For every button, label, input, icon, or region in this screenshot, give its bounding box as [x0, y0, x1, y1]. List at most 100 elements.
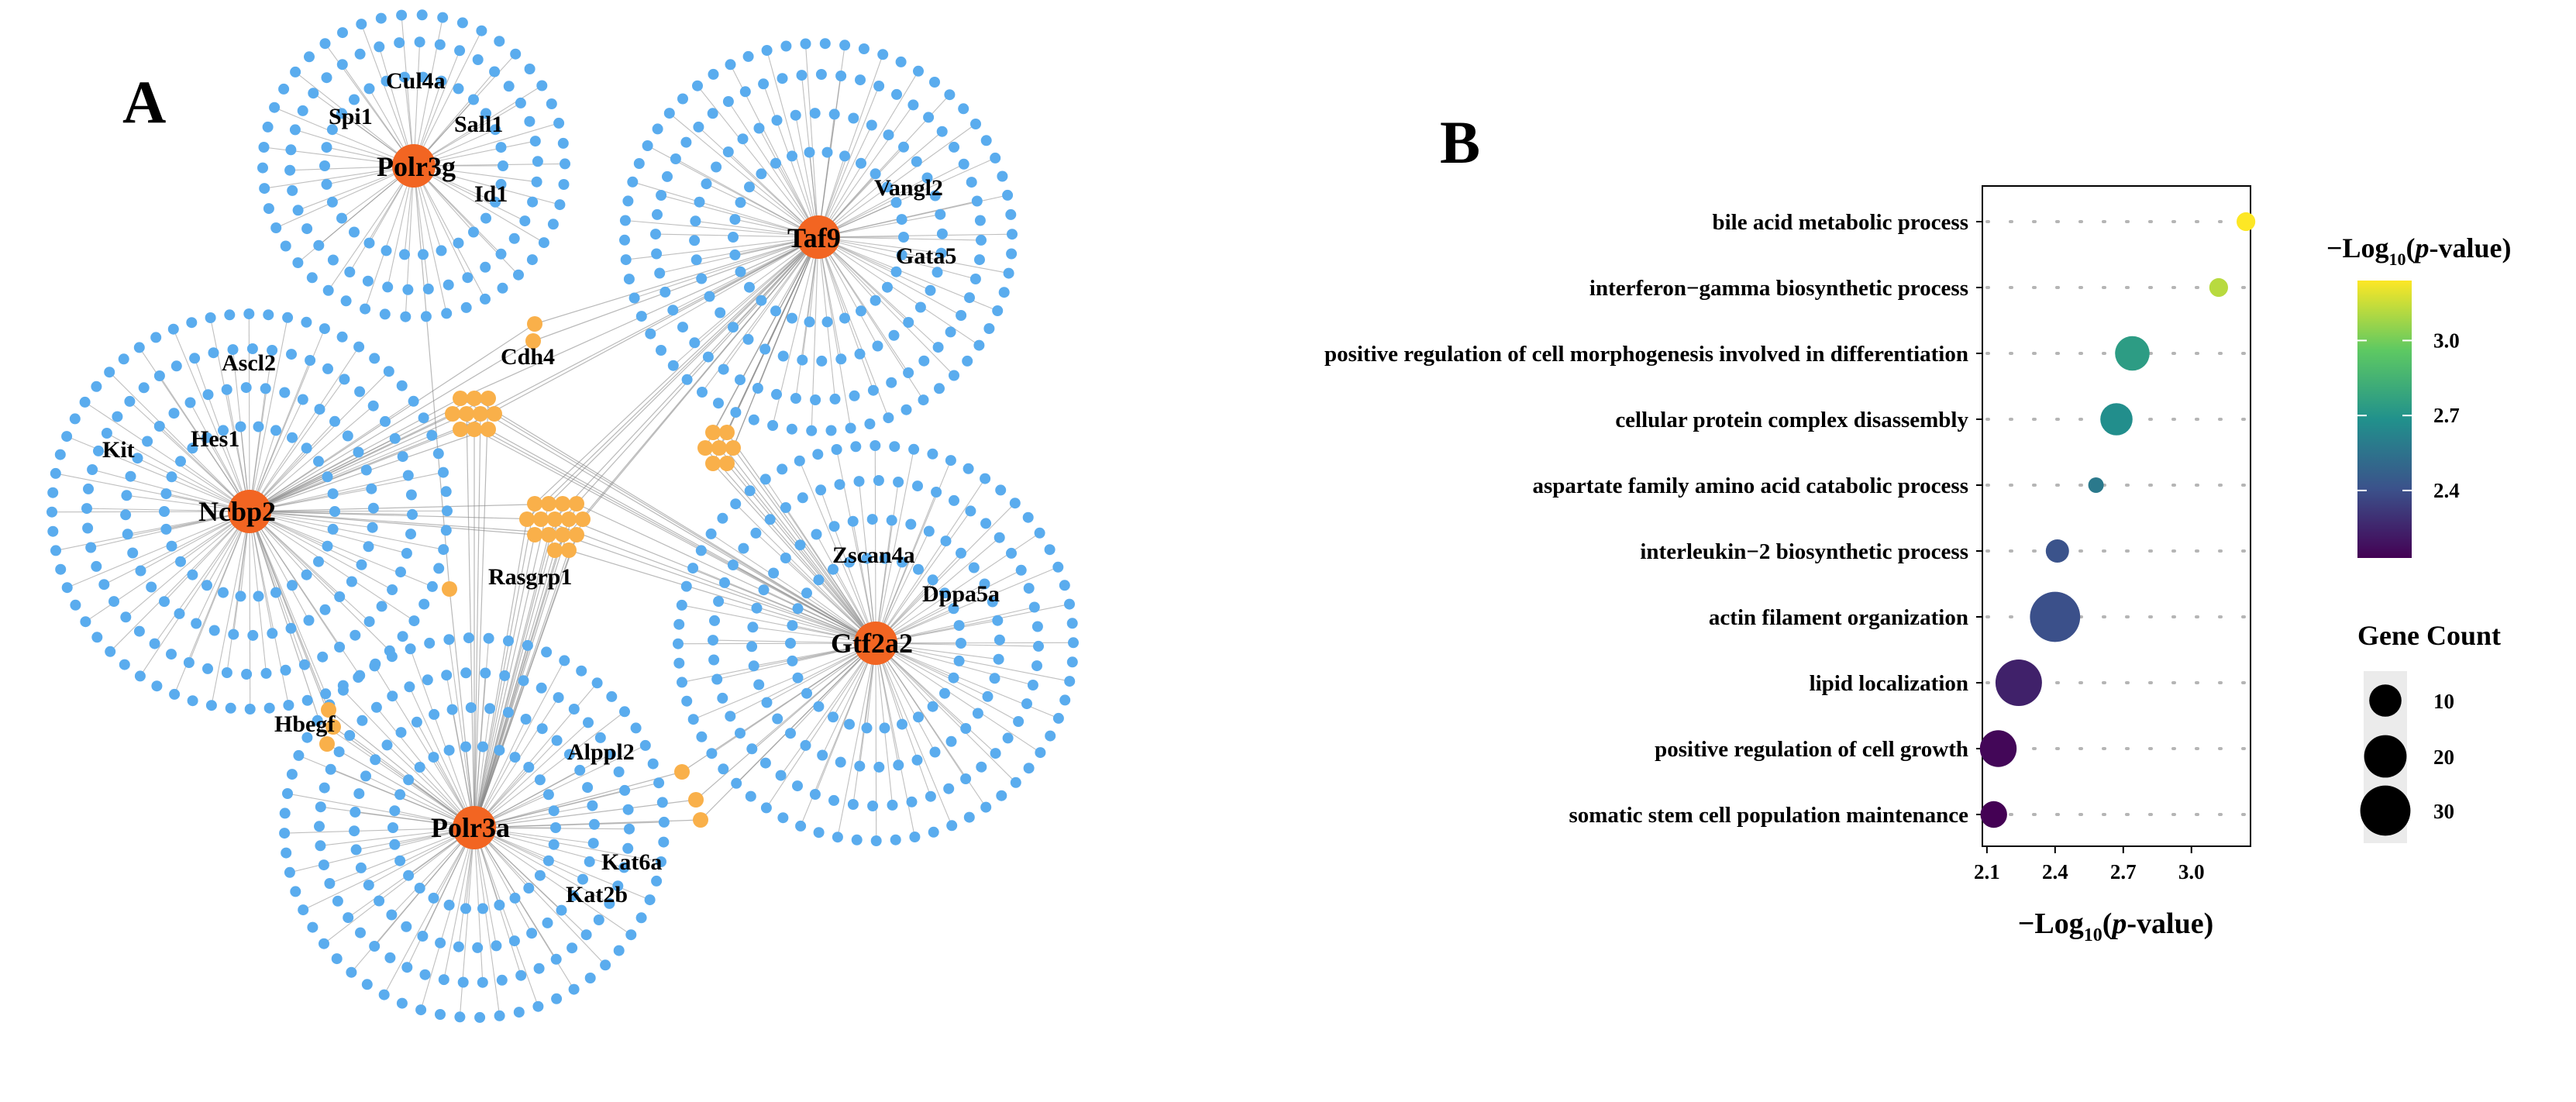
leaf-node	[175, 456, 186, 467]
leaf-node	[495, 142, 507, 153]
leaf-node	[47, 525, 59, 537]
leaf-node	[46, 506, 57, 518]
leaf-node	[680, 580, 692, 592]
leaf-node	[821, 316, 833, 328]
network-edge	[413, 165, 450, 590]
leaf-node	[1031, 660, 1042, 672]
leaf-node	[82, 522, 94, 534]
leaf-node	[408, 395, 419, 407]
leaf-node	[923, 112, 935, 123]
leaf-node	[344, 730, 356, 741]
leaf-node	[692, 80, 703, 91]
leaf-node	[81, 503, 92, 515]
leaf-node	[509, 752, 521, 763]
network-edge	[766, 642, 876, 808]
network-edge	[875, 642, 1070, 682]
data-point	[2100, 403, 2133, 436]
leaf-node	[384, 952, 396, 963]
leaf-node	[935, 208, 946, 220]
leaf-node	[806, 425, 818, 436]
network-edge	[249, 511, 577, 536]
leaf-node	[577, 873, 588, 885]
leaf-node	[804, 146, 815, 158]
x-tick-label: 2.1	[1974, 860, 2000, 883]
leaf-node	[695, 545, 707, 556]
network-edge	[474, 745, 646, 828]
leaf-node	[619, 215, 631, 226]
leaf-node	[284, 866, 295, 878]
network-edge	[249, 511, 334, 728]
leaf-node	[828, 521, 840, 532]
leaf-node	[848, 112, 859, 124]
connector-node	[480, 422, 496, 437]
gene-label: Id1	[474, 181, 508, 207]
leaf-node	[651, 248, 663, 260]
leaf-node	[187, 695, 198, 707]
leaf-node	[503, 81, 515, 92]
leaf-node	[873, 81, 885, 91]
leaf-node	[883, 129, 894, 141]
leaf-node	[166, 471, 177, 483]
network-edge	[487, 429, 876, 644]
leaf-node	[898, 141, 909, 153]
leaf-node	[290, 886, 301, 897]
leaf-node	[284, 164, 296, 176]
leaf-node	[387, 690, 398, 702]
network-edge	[406, 827, 475, 968]
leaf-node	[656, 797, 668, 808]
leaf-node	[353, 788, 365, 800]
leaf-node	[426, 580, 438, 592]
network-leaf-nodes	[46, 9, 1079, 1023]
network-edge	[264, 165, 415, 189]
leaf-node	[326, 196, 338, 208]
gene-label: Cul4a	[386, 68, 446, 94]
network-panel: A Polr3g Taf9 Ncbp2 Gtf2a2 Polr3a Cul4a …	[46, 9, 1079, 1023]
leaf-node	[376, 601, 387, 612]
leaf-node	[146, 581, 157, 593]
leaf-node	[418, 412, 429, 424]
leaf-node	[317, 651, 329, 663]
leaf-node	[911, 156, 922, 167]
leaf-node	[405, 643, 416, 655]
network-edge	[728, 101, 819, 238]
network-edge	[474, 771, 683, 828]
connector-node	[319, 736, 335, 752]
leaf-node	[659, 286, 671, 298]
leaf-node	[797, 492, 808, 504]
leaf-node	[477, 741, 488, 752]
leaf-node	[370, 701, 382, 713]
leaf-node	[319, 604, 331, 615]
leaf-node	[613, 945, 625, 956]
leaf-node	[472, 54, 484, 65]
network-edge	[474, 549, 570, 828]
leaf-node	[349, 94, 360, 105]
leaf-node	[374, 41, 385, 53]
network-edge	[343, 690, 475, 828]
colorbar-legend: −Log10(p-value) 3.02.72.4	[2326, 232, 2512, 558]
leaf-node	[960, 773, 972, 784]
leaf-node	[93, 445, 104, 456]
leaf-node	[79, 396, 91, 408]
leaf-node	[85, 542, 97, 553]
leaf-node	[547, 219, 559, 230]
network-edge	[287, 793, 475, 828]
leaf-node	[322, 540, 333, 552]
leaf-node	[770, 305, 781, 317]
leaf-node	[797, 354, 808, 366]
hub-labels: Polr3g Taf9 Ncbp2 Gtf2a2 Polr3a	[198, 151, 913, 843]
network-edge	[443, 827, 475, 980]
leaf-node	[811, 529, 822, 540]
leaf-node	[815, 484, 827, 496]
gene-label: Vangl2	[874, 175, 943, 201]
network-edge	[548, 236, 819, 505]
leaf-node	[844, 718, 855, 730]
network-edge	[474, 827, 662, 863]
leaf-node	[401, 548, 412, 559]
leaf-node	[992, 305, 1004, 316]
leaf-node	[437, 12, 449, 23]
data-point	[2030, 591, 2081, 642]
leaf-node	[758, 78, 770, 90]
x-tick-label: 2.4	[2042, 860, 2068, 883]
leaf-node	[989, 673, 1000, 684]
leaf-node	[772, 713, 783, 725]
